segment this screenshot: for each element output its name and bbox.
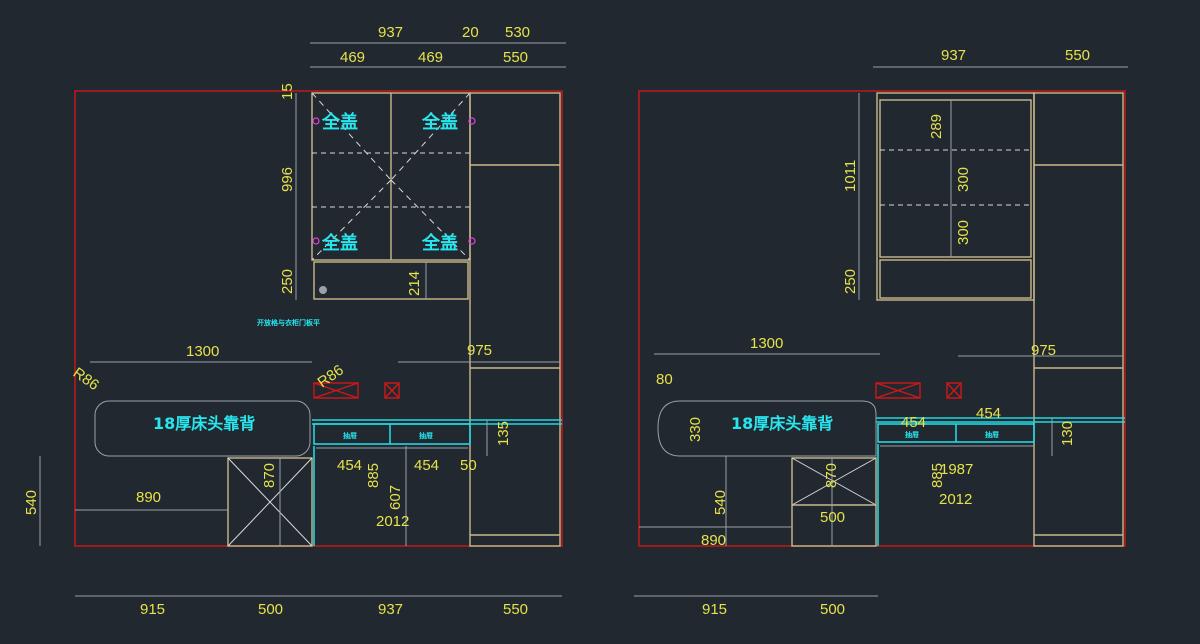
dim-530: 530 (505, 24, 530, 41)
r-dim-454-b: 454 (976, 405, 1001, 422)
r-dim-540: 540 (712, 490, 729, 515)
dim-454-b: 454 (414, 457, 439, 474)
right-dims: 937 550 915 500 1011 289 300 300 250 330… (656, 47, 1090, 618)
r-dim-300-a: 300 (955, 167, 972, 192)
r-dim-250: 250 (842, 269, 859, 294)
r-dim-300-b: 300 (955, 220, 972, 245)
right-headboard (657, 400, 877, 457)
r-dim-80: 80 (656, 371, 673, 388)
dim-469-b: 469 (418, 49, 443, 66)
dim-15: 15 (279, 83, 296, 100)
r-dim-550: 550 (1065, 47, 1090, 64)
dim-r86-b: R86 (315, 362, 347, 392)
r-dim-1300: 1300 (750, 335, 783, 352)
r-dim-454-a: 454 (901, 414, 926, 431)
dim-607: 607 (387, 485, 404, 510)
dim-937: 937 (378, 24, 403, 41)
r-dim-885: 885 (929, 463, 946, 488)
left-elevation (39, 42, 566, 597)
dim-20: 20 (462, 24, 479, 41)
right-upper-cabinet (876, 92, 1035, 301)
door-label-4: 全盖 (421, 232, 458, 254)
r-dim-289: 289 (928, 114, 945, 139)
right-tall-cabinet (1033, 92, 1124, 547)
left-headboard (94, 400, 311, 457)
left-labels: 全盖 全盖 全盖 全盖 18厚床头靠背 开放格与衣柜门板平 抽屉 抽屉 (153, 111, 458, 440)
right-room-outline (638, 90, 1126, 547)
dim-2012: 2012 (376, 513, 409, 530)
r-dim-1011: 1011 (842, 160, 859, 192)
r-dim-870: 870 (823, 463, 840, 488)
left-room-outline (74, 90, 563, 547)
r-drawer-label-2: 抽屉 (985, 430, 999, 439)
dim-885: 885 (365, 463, 382, 488)
drawer-label-2: 抽屉 (419, 431, 433, 440)
dim-454-a: 454 (337, 457, 362, 474)
left-bottom-dims: 915 500 937 550 (140, 601, 528, 618)
dim-469-a: 469 (340, 49, 365, 66)
left-top-dims: 937 20 530 469 469 550 (340, 24, 530, 66)
dim-135: 135 (495, 421, 512, 446)
dim-975: 975 (467, 342, 492, 359)
dim-890: 890 (136, 489, 161, 506)
dim-500: 500 (258, 601, 283, 618)
left-side-dims: 15 996 250 214 540 870 885 607 135 (23, 83, 512, 515)
right-bedside-cabinet (791, 457, 877, 547)
door-label-2: 全盖 (421, 111, 458, 133)
r-dim-2012: 2012 (939, 491, 972, 508)
r-dim-915: 915 (702, 601, 727, 618)
dim-550: 550 (503, 601, 528, 618)
dim-1300: 1300 (186, 343, 219, 360)
r-dim-890: 890 (701, 532, 726, 549)
dim-870: 870 (261, 463, 278, 488)
headboard-label: 18厚床头靠背 (153, 414, 255, 433)
dim-50: 50 (460, 457, 477, 474)
dim-937: 937 (378, 601, 403, 618)
left-tall-cabinet (469, 92, 561, 547)
left-drawer-row (313, 423, 471, 445)
door-label-1: 全盖 (321, 111, 358, 133)
dim-915: 915 (140, 601, 165, 618)
r-dim-1987: 1987 (940, 461, 973, 478)
drawer-label-1: 抽屉 (343, 431, 357, 440)
r-headboard-label: 18厚床头靠背 (731, 414, 833, 433)
r-dim-130: 130 (1059, 421, 1076, 446)
door-label-3: 全盖 (321, 232, 358, 254)
dim-250: 250 (279, 269, 296, 294)
right-elevation (634, 66, 1128, 597)
r-drawer-label-1: 抽屉 (905, 430, 919, 439)
r-dim-937: 937 (941, 47, 966, 64)
r-dim-330: 330 (687, 417, 704, 442)
dim-550: 550 (503, 49, 528, 66)
r-dim-975: 975 (1031, 342, 1056, 359)
r-dim-500-inner: 500 (820, 509, 845, 526)
left-bedside-cabinet (227, 457, 313, 547)
dim-214: 214 (406, 271, 423, 296)
open-shelf-note: 开放格与衣柜门板平 (257, 318, 320, 327)
dim-996: 996 (279, 167, 296, 192)
dim-540: 540 (23, 490, 40, 515)
r-dim-500: 500 (820, 601, 845, 618)
